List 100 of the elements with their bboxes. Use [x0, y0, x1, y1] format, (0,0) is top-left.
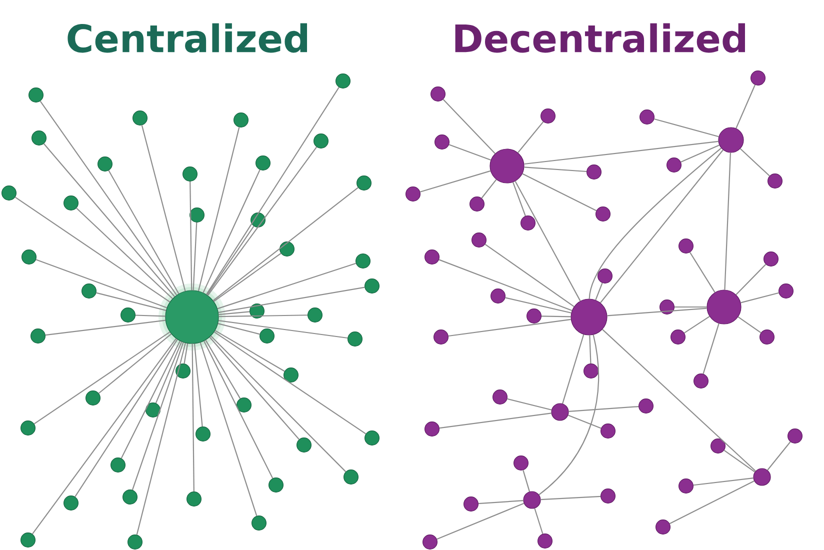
node-dot [424, 422, 440, 436]
node-dot [20, 420, 36, 436]
connector-line [740, 292, 779, 304]
node-dot [284, 368, 298, 382]
connector-line [205, 340, 241, 399]
node-dot [538, 534, 552, 548]
connector-line [568, 414, 602, 429]
connector-line [439, 412, 552, 429]
connector-line [213, 252, 282, 302]
node-dot [760, 330, 774, 344]
hub-circle [570, 298, 608, 336]
connector-line [448, 144, 491, 161]
heading: Centralized [68, 23, 308, 53]
connector-line [209, 336, 300, 440]
connector-line [74, 339, 178, 498]
node-dot [710, 438, 726, 454]
connector-line [45, 320, 166, 336]
node-dot [308, 308, 322, 322]
connector-line [736, 84, 756, 128]
connector-line [214, 332, 366, 434]
node-dot [234, 112, 248, 128]
connector-line [14, 196, 170, 302]
node-dot [660, 300, 674, 314]
connector-line [190, 182, 192, 290]
node-dot [268, 478, 284, 492]
connector-line [524, 166, 587, 172]
node-dot [64, 196, 78, 210]
node-dot [190, 208, 204, 222]
connector-line [693, 478, 754, 486]
node-dot [764, 252, 778, 266]
node-dot [98, 156, 112, 172]
connector-line [562, 334, 584, 404]
connector-line [724, 152, 732, 290]
node-dot [694, 374, 708, 388]
node-dot [492, 390, 508, 404]
node-dot [666, 158, 682, 172]
connector-line [192, 344, 194, 492]
connector-line [607, 308, 707, 316]
connector-line [724, 450, 756, 472]
hub-circle [718, 127, 744, 153]
node-dot [30, 328, 46, 344]
node-dot [250, 304, 264, 318]
connector-line [155, 342, 182, 404]
node-dot [406, 186, 420, 202]
connector-line [194, 344, 203, 427]
connector-line [36, 259, 168, 308]
node-dot [186, 492, 202, 506]
connector-line [690, 252, 716, 293]
heading: Decentralized [455, 23, 745, 53]
connector-line [420, 170, 491, 192]
node-dot [678, 478, 694, 494]
node-dot [638, 398, 654, 414]
node-dot [600, 488, 616, 504]
connector-line [218, 323, 260, 335]
connector-line [218, 314, 308, 318]
connector-line [218, 286, 365, 313]
node-dot [364, 278, 380, 294]
connector-line [512, 182, 526, 216]
node-dot [430, 86, 446, 102]
connector-line [76, 208, 173, 300]
node-dot [236, 398, 252, 412]
connector-line [204, 340, 274, 479]
node-dot [336, 74, 350, 88]
connector-line [218, 311, 250, 316]
node-dot [22, 250, 36, 264]
connector-line [40, 100, 178, 296]
node-dot [296, 438, 312, 452]
node-dot [146, 402, 160, 418]
connector-line [141, 125, 186, 292]
connector-line [684, 316, 710, 334]
connector-line [436, 502, 524, 540]
connector-line [736, 264, 766, 296]
node-dot [20, 532, 36, 548]
node-dot [176, 364, 190, 378]
node-dot [32, 130, 46, 146]
connector-line [568, 406, 639, 412]
node-dot [514, 456, 528, 470]
connector-line [206, 87, 340, 295]
node-dot [586, 164, 602, 180]
connector-line [32, 338, 177, 534]
connector-line [654, 118, 719, 138]
node-dot [132, 110, 148, 126]
connector-line [120, 340, 181, 459]
connector-line [448, 318, 571, 337]
node-dot [598, 268, 612, 284]
node-dot [520, 216, 536, 230]
node-dot [314, 134, 328, 148]
node-dot [356, 254, 370, 268]
node-dot [670, 330, 686, 344]
node-dot [434, 330, 448, 344]
connector-line [542, 316, 571, 318]
connector-line [481, 179, 497, 198]
node-dot [540, 108, 556, 124]
connector-line [522, 173, 597, 212]
node-dot [364, 430, 380, 446]
node-dot [490, 288, 506, 304]
connector-line [534, 508, 544, 534]
hub-circle [490, 148, 524, 184]
connector-line [538, 334, 600, 496]
connector-line [108, 170, 180, 294]
